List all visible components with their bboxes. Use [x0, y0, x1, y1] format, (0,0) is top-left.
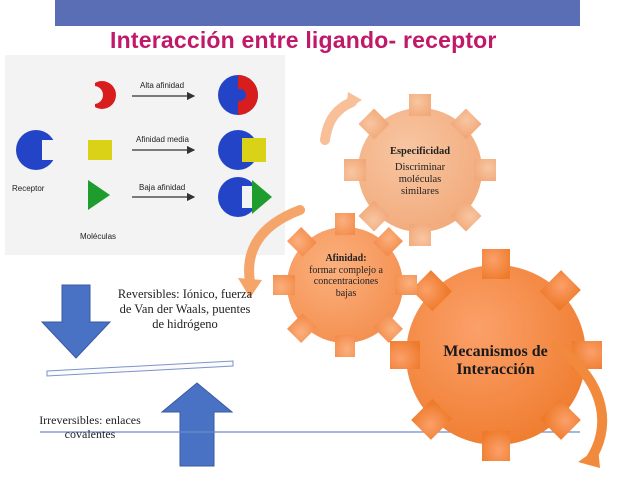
gear-mechanisms [390, 249, 602, 461]
mechanisms-label: Mecanismos de Interacción [443, 343, 548, 378]
balance-bar [46, 360, 234, 377]
gear-affinity [273, 213, 417, 357]
curved-arrow-right [550, 340, 608, 465]
affinity-title: Afinidad: [325, 253, 367, 264]
low-affinity-label: Baja afinidad [139, 183, 186, 192]
complex-high-icon [218, 75, 258, 115]
affinity-block: Afinidad: formar complejo a concentracio… [291, 253, 401, 299]
gear-specificity [344, 94, 496, 246]
complex-low-icon [218, 177, 272, 217]
specificity-block: Especificidad Discriminar moléculas simi… [360, 146, 480, 198]
slide-title: Interacción entre ligando- receptor [110, 27, 497, 53]
molecules-label: Moléculas [80, 232, 117, 241]
specificity-title: Especificidad [389, 146, 451, 157]
molecule-yellow-icon [88, 140, 112, 160]
receptor-label: Receptor [12, 184, 45, 193]
molecule-red-icon [85, 80, 116, 110]
irreversible-bonds-text: Irreversibles: enlaces covalentes [39, 413, 141, 441]
top-banner [55, 0, 580, 26]
medium-affinity-label: Afinidad media [136, 135, 189, 144]
affinity-text: formar complejo a concentraciones bajas [309, 264, 383, 299]
up-arrow-icon [160, 382, 234, 467]
curved-arrow-left [244, 205, 305, 287]
down-arrow-icon [40, 284, 112, 359]
complex-medium-icon [218, 130, 266, 170]
specificity-text: Discriminar moléculas similares [394, 162, 446, 197]
high-affinity-label: Alta afinidad [140, 81, 185, 90]
reversible-bonds-text: Reversibles: Iónico, fuerza de Van der W… [117, 287, 253, 331]
receptor-icon [16, 130, 60, 170]
molecule-green-icon [88, 180, 110, 210]
